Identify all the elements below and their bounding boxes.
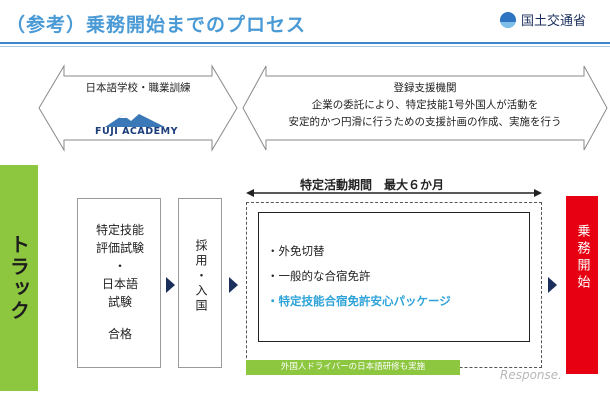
fuji-academy-logo: FUJI ACADEMY · · · · · · · · · · · · — [85, 113, 195, 144]
ministry-logo-icon — [500, 11, 516, 28]
language-training-note: 外国人ドライバーの日本語研修も実施 — [246, 360, 460, 375]
fuji-academy-sub-mark: · · · · · · · · · · · · — [113, 138, 150, 144]
period-span-arrow — [246, 188, 542, 198]
hire-label: 採用・入国 — [194, 239, 208, 314]
arrow-left-shape — [38, 64, 238, 152]
exam-box: 特定技能 評価試験 ・ 日本語 試験 合格 — [77, 198, 161, 368]
start-text-wrap: 乗務開始 — [566, 224, 598, 292]
exam-spacer — [78, 311, 162, 325]
ministry-name: 国土交通省 — [521, 14, 587, 29]
chevron-right-icon — [229, 277, 238, 293]
arrow-right-double — [242, 64, 608, 152]
hire-text-wrap: 採用・入国 — [179, 239, 223, 314]
exam-line-6: 合格 — [107, 327, 132, 341]
start-duty-label: 乗務開始 — [574, 224, 590, 292]
hire-box: 採用・入国 — [178, 198, 222, 368]
header-rule-thin — [0, 46, 610, 47]
license-box: ・外免切替 ・一般的な合宿免許 ・特定技能合宿免許安心パッケージ — [258, 212, 530, 342]
chevron-right-icon — [548, 277, 557, 293]
mountain-icon — [105, 114, 165, 127]
truck-box: トラック — [0, 165, 38, 391]
exam-text: 特定技能 評価試験 ・ 日本語 試験 合格 — [78, 221, 162, 343]
arrow-left-double — [38, 64, 238, 152]
license-item-highlight: ・特定技能合宿免許安心パッケージ — [267, 294, 451, 308]
page-title: （参考）乗務開始までのプロセス — [6, 14, 307, 36]
start-duty-box: 乗務開始 — [566, 196, 598, 374]
period-span-shape — [246, 189, 542, 197]
arrow-left-label: 日本語学校・職業訓練 — [85, 82, 191, 94]
ministry-label: 国土交通省 — [500, 10, 586, 29]
exam-line-4: 日本語 — [101, 277, 138, 291]
license-list: ・外免切替 ・一般的な合宿免許 ・特定技能合宿免許安心パッケージ — [267, 239, 451, 314]
fuji-academy-name: FUJI ACADEMY — [95, 126, 178, 137]
exam-line-5: 試験 — [107, 295, 132, 309]
language-training-text: 外国人ドライバーの日本語研修も実施 — [280, 362, 426, 372]
arrow-right-shape — [242, 65, 608, 151]
chevron-right-icon — [166, 277, 175, 293]
exam-line-1: 特定技能 — [95, 223, 144, 237]
watermark: Response. — [500, 368, 562, 382]
truck-label: トラック — [6, 234, 31, 322]
license-item: ・外免切替 — [267, 244, 325, 258]
header-rule — [0, 42, 610, 44]
exam-line-2: 評価試験 — [95, 241, 144, 255]
exam-line-3: ・ — [113, 259, 126, 273]
period-label: 特定活動期間 最大６か月 — [300, 178, 445, 192]
license-item: ・一般的な合宿免許 — [267, 269, 371, 283]
support-org-title: 登録支援機関 — [393, 82, 457, 94]
support-org-desc-1: 企業の委託により、特定技能1号外国人が活動を — [311, 99, 539, 111]
support-org-desc-2: 安定的かつ円滑に行うための支援計画の作成、実施を行う — [288, 116, 562, 128]
